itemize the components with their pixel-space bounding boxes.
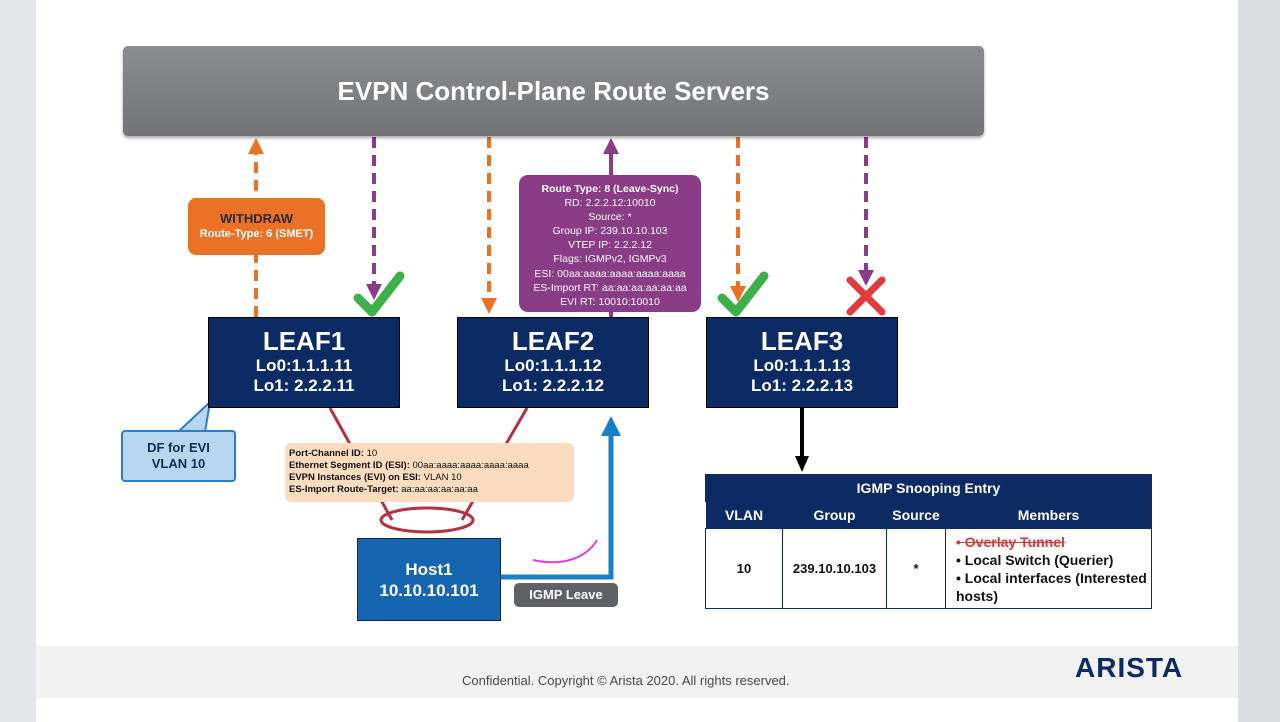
esi-row: Ethernet Segment ID (ESI): 00aa:aaaa:aaa… (289, 460, 574, 472)
igmp-snooping-table: IGMP Snooping Entry VLAN Group Source Me… (705, 474, 1152, 609)
leaf-lo1: Lo1: 2.2.2.13 (750, 376, 854, 395)
rt-label: ES-Import Route-Target: (289, 484, 399, 495)
withdraw-label: WITHDRAW Route-Type: 6 (SMET) (188, 198, 325, 255)
cross-icon (846, 276, 886, 316)
window-edge (1238, 0, 1280, 722)
leaf2-route-up-arrowhead (603, 138, 619, 154)
route-line: Flags: IGMPv2, IGMPv3 (553, 253, 667, 266)
host1-box: Host1 10.10.10.101 (357, 538, 501, 621)
df-callout: DF for EVI VLAN 10 (121, 430, 236, 482)
leaf3-box: LEAF3 Lo0:1.1.1.13 Lo1: 2.2.2.13 (706, 317, 898, 408)
leaf-name: LEAF3 (760, 326, 844, 356)
igmp-leave-path (501, 434, 614, 580)
igmp-leave-arrowhead (601, 416, 621, 436)
server-to-leaf2-arrowhead (481, 298, 497, 314)
withdraw-title: WITHDRAW (220, 211, 293, 226)
cell-members: Overlay Tunnel Local Switch (Querier) Lo… (945, 528, 1152, 609)
leaf-lo1: Lo1: 2.2.2.11 (253, 376, 355, 395)
route-line: VTEP IP: 2.2.2.12 (568, 239, 652, 252)
route-line: ES-Import RT: aa:aa:aa:aa:aa:aa (533, 281, 687, 294)
callout-line1: DF for EVI (147, 440, 210, 455)
member-item: Overlay Tunnel (956, 533, 1151, 551)
host-name: Host1 (405, 560, 453, 579)
leaf-lo1: Lo1: 2.2.2.12 (501, 376, 605, 395)
evi-label: EVPN Instances (EVI) on ESI: (289, 472, 421, 483)
col-header-group: Group (782, 501, 887, 529)
callout-pointer (175, 399, 212, 433)
annotation-scribble (532, 539, 598, 564)
leave-sync-route-box: Route Type: 8 (Leave-Sync) RD: 2.2.2.12:… (519, 175, 701, 312)
leaf1-box: LEAF1 Lo0:1.1.1.11 Lo1: 2.2.2.11 (208, 317, 400, 408)
cell-vlan: 10 (705, 528, 783, 609)
route-servers-box: EVPN Control-Plane Route Servers (123, 46, 984, 136)
esi-value: 00aa:aaaa:aaaa:aaaa:aaaa (412, 460, 529, 471)
evi-value: VLAN 10 (423, 472, 462, 483)
server-to-leaf3-arrowhead-purple (858, 270, 874, 286)
server-to-leaf3-arrowhead-orange (730, 286, 746, 302)
route-line: EVI RT: 10010:10010 (560, 295, 660, 308)
col-header-vlan: VLAN (705, 501, 783, 529)
server-to-leaf1-arrowhead (366, 284, 382, 300)
route-line: RD: 2.2.2.12:10010 (564, 197, 656, 210)
port-channel-info-box: Port-Channel ID: 10 Ethernet Segment ID … (285, 443, 574, 502)
arista-logo: ARISTA (1075, 652, 1184, 683)
leaf-lo0: Lo0:1.1.1.11 (255, 356, 353, 375)
evi-row: EVPN Instances (EVI) on ESI: VLAN 10 (289, 472, 574, 484)
check-icon (717, 271, 769, 317)
route-line: ESI: 00aa:aaaa:aaaa:aaaa:aaaa (534, 267, 686, 280)
igmp-leave-label: IGMP Leave (514, 583, 618, 607)
leaf-name: LEAF2 (511, 326, 595, 356)
leaf2-box: LEAF2 Lo0:1.1.1.12 Lo1: 2.2.2.12 (457, 317, 649, 408)
table-title: IGMP Snooping Entry (705, 474, 1152, 502)
footer-bottom (36, 698, 1238, 722)
check-icon (353, 271, 405, 317)
callout-line2: VLAN 10 (151, 456, 206, 471)
col-header-source: Source (886, 501, 946, 529)
cell-source: * (886, 528, 946, 609)
footer-band (36, 646, 1238, 698)
copyright-text: Confidential. Copyright © Arista 2020. A… (462, 673, 790, 688)
withdraw-subtitle: Route-Type: 6 (SMET) (199, 228, 314, 240)
route-servers-title: EVPN Control-Plane Route Servers (337, 75, 770, 106)
leaf-name: LEAF1 (262, 326, 346, 356)
host-ip: 10.10.10.101 (379, 581, 479, 600)
leaf-lo0: Lo0:1.1.1.12 (504, 356, 602, 375)
rt-row: ES-Import Route-Target: aa:aa:aa:aa:aa:a… (289, 484, 574, 496)
leaf-lo0: Lo0:1.1.1.13 (753, 356, 851, 375)
leaf1-withdraw-arrowhead (248, 138, 264, 154)
member-item: Local interfaces (Interested hosts) (956, 569, 1151, 605)
port-channel-ellipse (379, 506, 475, 534)
member-item: Local Switch (Querier) (956, 551, 1151, 569)
col-header-members: Members (945, 501, 1152, 529)
route-line: Group IP: 239.10.10.103 (552, 225, 668, 238)
rt-value: aa:aa:aa:aa:aa:aa (401, 484, 478, 495)
route-type-title: Route Type: 8 (Leave-Sync) (541, 183, 679, 195)
pc-row: Port-Channel ID: 10 (289, 448, 574, 460)
cell-group: 239.10.10.103 (782, 528, 887, 609)
table-row: 10 239.10.10.103 * Overlay Tunnel Local … (705, 528, 1152, 609)
pc-value: 10 (366, 448, 378, 459)
route-line: Source: * (588, 211, 632, 224)
leaf3-table-arrowhead (795, 456, 809, 472)
pc-label: Port-Channel ID: (289, 448, 364, 459)
esi-label: Ethernet Segment ID (ESI): (289, 460, 410, 471)
